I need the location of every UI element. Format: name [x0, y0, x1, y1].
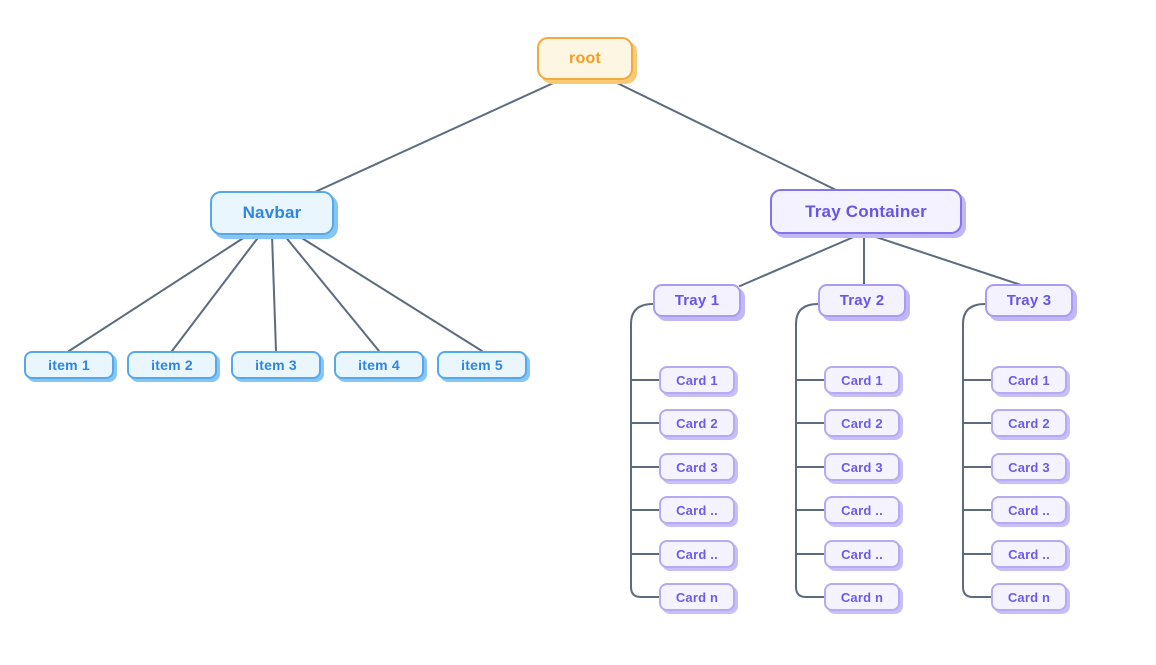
node-root: root: [537, 37, 633, 80]
edges-tray-container-to-trays: [739, 235, 1025, 287]
node-card-1-5: Card ..: [659, 540, 735, 568]
node-card-2-1: Card 1: [824, 366, 900, 394]
node-card-1-6: Card n: [659, 583, 735, 611]
edges-tray2-to-cards: [795, 303, 825, 598]
node-card-2-5: Card ..: [824, 540, 900, 568]
node-item-2: item 2: [127, 351, 217, 379]
node-card-3-3: Card 3: [991, 453, 1067, 481]
node-card-2-6: Card n: [824, 583, 900, 611]
node-card-2-3: Card 3: [824, 453, 900, 481]
node-card-3-5: Card ..: [991, 540, 1067, 568]
edges-tray1-to-cards: [630, 303, 660, 598]
node-tray-1: Tray 1: [653, 284, 741, 317]
node-item-1: item 1: [24, 351, 114, 379]
node-card-1-2: Card 2: [659, 409, 735, 437]
node-card-3-1: Card 1: [991, 366, 1067, 394]
edges-tray3-to-cards: [962, 303, 992, 598]
node-card-2-2: Card 2: [824, 409, 900, 437]
node-item-4: item 4: [334, 351, 424, 379]
node-navbar: Navbar: [210, 191, 334, 235]
edge-root-to-tray-container: [610, 79, 837, 191]
edges-navbar-to-items: [68, 234, 483, 352]
node-card-1-4: Card ..: [659, 496, 735, 524]
node-card-1-1: Card 1: [659, 366, 735, 394]
node-card-3-6: Card n: [991, 583, 1067, 611]
node-tray-container: Tray Container: [770, 189, 962, 234]
node-tray-3: Tray 3: [985, 284, 1073, 317]
node-card-1-3: Card 3: [659, 453, 735, 481]
node-item-5: item 5: [437, 351, 527, 379]
node-card-3-2: Card 2: [991, 409, 1067, 437]
node-card-2-4: Card ..: [824, 496, 900, 524]
node-item-3: item 3: [231, 351, 321, 379]
node-tray-2: Tray 2: [818, 284, 906, 317]
node-card-3-4: Card ..: [991, 496, 1067, 524]
edge-root-to-navbar: [314, 79, 561, 193]
